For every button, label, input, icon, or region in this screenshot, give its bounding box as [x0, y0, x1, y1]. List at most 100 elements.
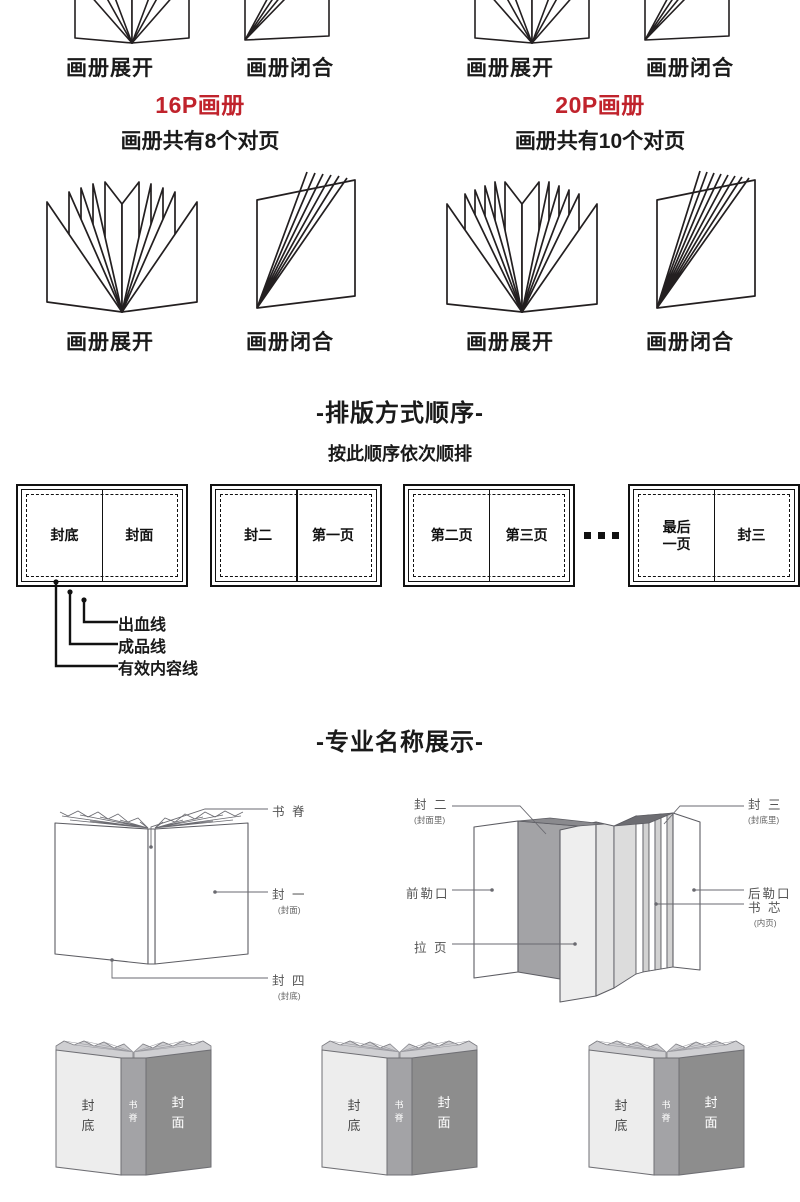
anchor-dot [67, 589, 73, 595]
anchor-dot [53, 579, 59, 585]
ellipsis-dot [612, 532, 620, 539]
anno-inside-back-cover-label: 封 三 [748, 798, 783, 812]
pro-names-diagrams: 书 脊 封 一 (封面) 封 四 (封底) [0, 782, 800, 1017]
imposition-spread-1: 封底 封面 [16, 484, 188, 587]
booklet-subtitle: 画册共有10个对页 [514, 130, 686, 153]
anno-text-block-label: 书 芯 [748, 901, 783, 915]
spread-right-label: 第一页 [312, 527, 355, 544]
top-booklet-left: 画册展开 画册闭合 [0, 0, 400, 82]
standing-book-icon: 封 底 书 脊 封 面 [321, 1040, 478, 1176]
open-book-diagram [54, 808, 268, 979]
top-caption-row-right: 画册展开 画册闭合 [435, 52, 765, 82]
anno-text-block-sub: (内页) [753, 918, 777, 928]
svg-text:脊: 脊 [395, 1112, 404, 1123]
pro-names-section-title: -专业名称展示- [0, 722, 800, 757]
caption-row: 画册展开 画册闭合 [435, 326, 765, 356]
line-legend: 出血线 成品线 有效内容线 [0, 578, 320, 688]
book-closed-icon [244, 0, 330, 41]
mockup-back-label-char2: 底 [81, 1118, 94, 1133]
imposition-spreads: 封底 封面 封二 第一页 第二页 第三页 [0, 484, 800, 587]
anno-back-flap: 后勒口 [748, 883, 792, 902]
label-bleed-line: 出血线 [118, 617, 167, 634]
anno-text-block: 书 芯 (内页) [748, 897, 782, 929]
caption-closed: 画册闭合 [246, 331, 334, 354]
mockup-front-label-char2: 面 [171, 1115, 184, 1130]
book-closed-icon [644, 0, 730, 41]
caption-open: 画册展开 [466, 331, 554, 354]
ellipsis-dot [584, 532, 592, 539]
book-closed-icon [656, 170, 756, 309]
leader-lines [53, 579, 118, 668]
booklet-figure-16p: 画册展开 画册闭合 [0, 160, 400, 356]
caption-row: 画册展开 画册闭合 [35, 326, 365, 356]
anno-front-cover-sub: (封面) [277, 905, 301, 915]
pro-diagram-left: 书 脊 封 一 (封面) 封 四 (封底) [0, 782, 400, 1017]
imposition-section: -排版方式顺序- 按此顺序依次顺排 [0, 393, 800, 466]
book-figure-pair [57, 0, 343, 48]
ellipsis-dot [598, 532, 606, 539]
caption-open: 画册展开 [466, 57, 554, 80]
anno-back-cover: 封 四 (封底) [272, 970, 306, 1002]
top-caption-row-left: 画册展开 画册闭合 [35, 52, 365, 82]
imposition-title: -排版方式顺序- [316, 400, 484, 427]
caption-closed: 画册闭合 [646, 57, 734, 80]
anchor-dot [81, 597, 87, 603]
svg-text:底: 底 [348, 1118, 361, 1133]
label-trim-line: 成品线 [118, 639, 167, 656]
svg-text:书: 书 [395, 1100, 404, 1110]
book-mockup-2: 封 底 书 脊 封 面 [292, 1022, 507, 1197]
standing-book-icon: 封 底 书 脊 封 面 [588, 1040, 745, 1176]
gutter-line [489, 489, 491, 582]
booklet-title-20p: 20P画册 画册共有10个对页 [400, 86, 800, 155]
imposition-spread-3: 第二页 第三页 [403, 484, 576, 587]
anno-inside-back-cover: 封 三 (封底里) [748, 794, 782, 826]
anno-front-flap: 前勒口 [406, 883, 450, 902]
mockup-spine-label-char1: 书 [128, 1100, 137, 1110]
label-safe-area-line: 有效内容线 [118, 661, 199, 678]
book-figure-pair [427, 160, 773, 320]
booklet-illustrations-row: 画册展开 画册闭合 [0, 160, 800, 356]
mockup-front-label-char1: 封 [171, 1095, 184, 1110]
top-booklet-right: 画册展开 画册闭合 [400, 0, 800, 82]
book-closed-icon [256, 171, 356, 309]
spread-left-label: 封二 [244, 527, 273, 544]
booklet-figure-20p: 画册展开 画册闭合 [400, 160, 800, 356]
anno-front-cover-label: 封 一 [272, 888, 307, 902]
booklet-title: 20P画册 [555, 92, 645, 118]
booklet-titles-row: 16P画册 画册共有8个对页 20P画册 画册共有10个对页 [0, 86, 800, 155]
gutter-line [101, 489, 103, 582]
svg-text:面: 面 [438, 1115, 451, 1130]
svg-text:封: 封 [705, 1095, 718, 1110]
booklet-title: 16P画册 [155, 92, 245, 118]
spread-right-label: 封面 [125, 527, 154, 544]
spread-left-label: 第二页 [430, 527, 473, 544]
svg-text:脊: 脊 [662, 1112, 671, 1123]
book-figure-pair [457, 0, 743, 48]
book-mockup-1: 封 底 书 脊 封 面 [26, 1022, 241, 1197]
caption-closed: 画册闭合 [246, 57, 334, 80]
anno-spine: 书 脊 [272, 801, 306, 820]
anno-inside-front-cover-sub: (封面里) [414, 815, 446, 825]
book-anatomy-diagram [452, 805, 744, 1003]
book-open-icon [74, 0, 190, 44]
svg-text:面: 面 [705, 1115, 718, 1130]
anno-front-flap-label: 前勒口 [406, 887, 450, 901]
anno-spine-label: 书 脊 [272, 805, 307, 819]
svg-text:封: 封 [615, 1098, 628, 1113]
top-booklet-illustrations: 画册展开 画册闭合 [0, 0, 800, 82]
caption-open: 画册展开 [66, 331, 154, 354]
spread-right-label: 封三 [737, 527, 766, 544]
booklet-title-16p: 16P画册 画册共有8个对页 [0, 86, 400, 155]
svg-text:封: 封 [348, 1098, 361, 1113]
book-mockups-row: 封 底 书 脊 封 面 封 底 书 [0, 1022, 800, 1197]
spread-left-label: 封底 [50, 527, 79, 544]
ellipsis-dots [575, 532, 628, 539]
imposition-spread-2: 封二 第一页 [209, 484, 382, 587]
gutter-line [714, 489, 716, 582]
spread-right-label: 第三页 [505, 527, 548, 544]
anno-back-flap-label: 后勒口 [748, 887, 792, 901]
anno-inside-front-cover: 封 二 (封面里) [414, 794, 448, 826]
booklet-subtitle: 画册共有8个对页 [120, 130, 280, 153]
anno-inside-front-cover-label: 封 二 [414, 798, 449, 812]
